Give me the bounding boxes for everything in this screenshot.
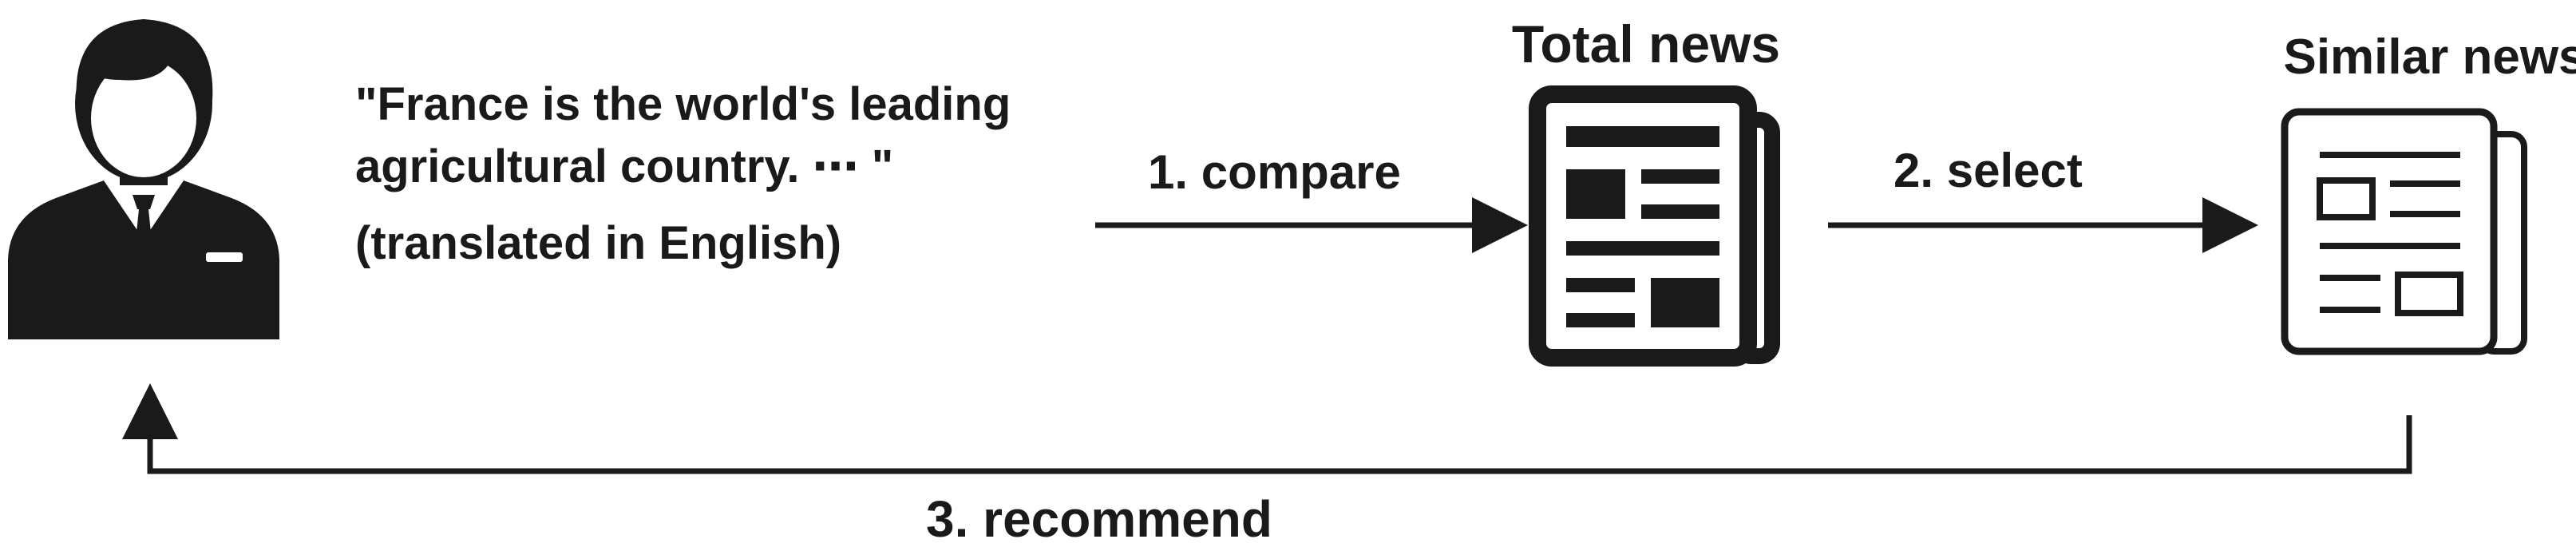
quote-line-3: (translated in English) (355, 217, 841, 269)
quote-line-2: agricultural country. ⋯ " (355, 141, 893, 192)
user-icon (8, 19, 279, 339)
step-compare-label: 1. compare (1148, 145, 1401, 199)
total-news-label: Total news (1512, 14, 1780, 73)
recommend-arrow (122, 383, 2412, 474)
step-recommend-label: 3. recommend (926, 490, 1272, 548)
step-select-label: 2. select (1893, 144, 2083, 197)
similar-news-label: Similar news (2283, 30, 2576, 85)
quote-line-1: "France is the world's leading (355, 78, 1011, 130)
total-news-newspaper-icon (1529, 85, 1780, 367)
similar-news-newspaper-icon (2281, 108, 2527, 355)
